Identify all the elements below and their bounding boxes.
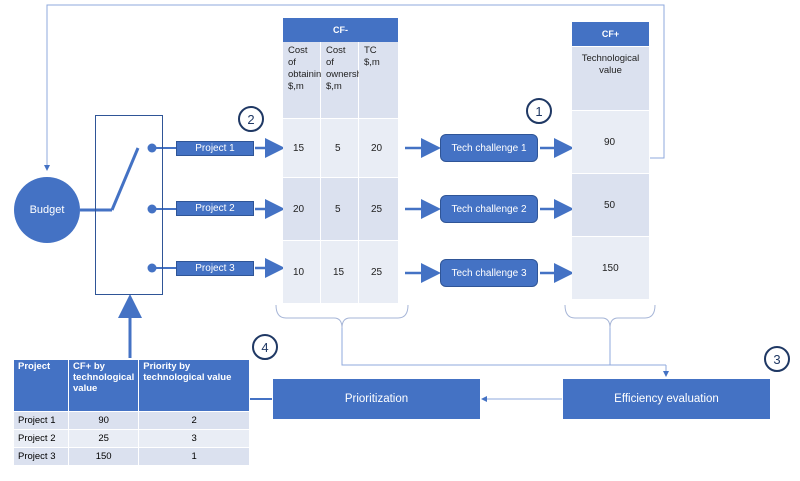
table-row: Project 1 90 2 [13,411,250,430]
cf-plus-header: CF+ [572,22,649,46]
priority-table-cell: Project 2 [13,429,69,448]
cf-minus-cell-r1c2: 5 [321,119,358,177]
budget-label: Budget [29,204,65,216]
step-1-marker: 1 [526,98,552,124]
cf-minus-col-3-header: TC $,m [359,42,398,118]
cf-minus-cell-r1c3: 20 [359,119,398,177]
cf-plus-subtitle: Technological value [581,53,640,76]
switch-lever [110,147,140,211]
cf-minus-cell-r2c3: 25 [359,178,398,240]
cf-minus-value: 10 [293,266,305,278]
cf-plus-title: CF+ [601,29,620,39]
cf-minus-value: 25 [371,203,383,215]
tech-challenge-1: Tech challenge 1 [440,134,538,162]
table-row: Project 2 25 3 [13,429,250,448]
priority-table-header: Project [13,359,69,412]
project-3-box: Project 3 [176,261,254,276]
project-2-box: Project 2 [176,201,254,216]
efficiency-evaluation-label: Efficiency evaluation [614,393,719,405]
priority-table-cell: 1 [138,447,250,466]
step-1-label: 1 [535,103,543,119]
tech-challenge-3: Tech challenge 3 [440,259,538,287]
budget-node: Budget [14,177,80,243]
priority-table: Project CF+ by technological value Prior… [13,359,250,466]
tech-challenge-3-label: Tech challenge 3 [451,267,527,279]
tech-challenge-2-label: Tech challenge 2 [451,203,527,215]
cf-minus-cell-r2c2: 5 [321,178,358,240]
cf-minus-header: CF- [283,18,398,42]
prioritization-label: Prioritization [344,393,409,405]
cf-minus-cell-r3c1: 10 [283,241,320,303]
priority-table-cell: Project 1 [13,411,69,430]
cf-minus-col-1-header: Cost of obtaining $,m [283,42,327,118]
priority-table-cell: 3 [138,429,250,448]
priority-table-cell: Project 3 [13,447,69,466]
cf-plus-value: 50 [604,199,616,211]
cf-minus-bracket [275,304,409,329]
cf-minus-value: 5 [335,142,341,154]
cf-minus-title: CF- [333,25,348,35]
cf-minus-value: 5 [335,203,341,215]
tech-challenge-2: Tech challenge 2 [440,195,538,223]
cf-minus-value: 20 [293,203,305,215]
step-2-label: 2 [247,111,255,127]
cf-minus-col-1-label: Cost of obtaining $,m [288,45,327,92]
step-4-label: 4 [261,339,269,355]
step-4-marker: 4 [252,334,278,360]
prioritization-box: Prioritization [273,379,480,419]
cf-minus-value: 15 [293,142,305,154]
step-3-label: 3 [773,351,781,367]
priority-table-cell: 2 [138,411,250,430]
cf-plus-value: 90 [604,136,616,148]
project-1-label: Project 1 [195,143,235,154]
cf-minus-col-3-label: TC $,m [364,45,380,68]
cf-plus-bracket [564,304,656,329]
cf-plus-cell-1: 90 [572,111,649,173]
step-2-marker: 2 [238,106,264,132]
cf-minus-cell-r1c1: 15 [283,119,320,177]
cf-plus-cell-3: 150 [572,237,649,299]
project-3-label: Project 3 [195,263,235,274]
cf-minus-cell-r2c1: 20 [283,178,320,240]
priority-table-header-row: Project CF+ by technological value Prior… [13,359,250,412]
project-switch-box [95,115,163,295]
cf-minus-col-2-label: Cost of ownership $,m [326,45,370,92]
cf-minus-value: 25 [371,266,383,278]
cf-plus-value: 150 [602,262,619,274]
priority-table-header: Priority by technological value [138,359,250,412]
cf-minus-col-2-header: Cost of ownership $,m [321,42,369,118]
efficiency-evaluation-box: Efficiency evaluation [563,379,770,419]
cf-minus-cell-r3c3: 25 [359,241,398,303]
tech-challenge-1-label: Tech challenge 1 [451,142,527,154]
table-row: Project 3 150 1 [13,447,250,466]
priority-table-cell: 25 [67,429,140,448]
cf-minus-value: 15 [333,266,345,278]
feedback-loop-line [44,4,665,171]
cf-minus-cell-r3c2: 15 [321,241,358,303]
cf-minus-value: 20 [371,142,383,154]
step-3-marker: 3 [764,346,790,372]
priority-table-cell: 150 [67,447,140,466]
priority-table-header: CF+ by technological value [67,359,140,412]
cf-plus-subheader: Technological value [572,47,649,110]
project-1-box: Project 1 [176,141,254,156]
project-2-label: Project 2 [195,203,235,214]
priority-table-cell: 90 [67,411,140,430]
cf-plus-cell-2: 50 [572,174,649,236]
